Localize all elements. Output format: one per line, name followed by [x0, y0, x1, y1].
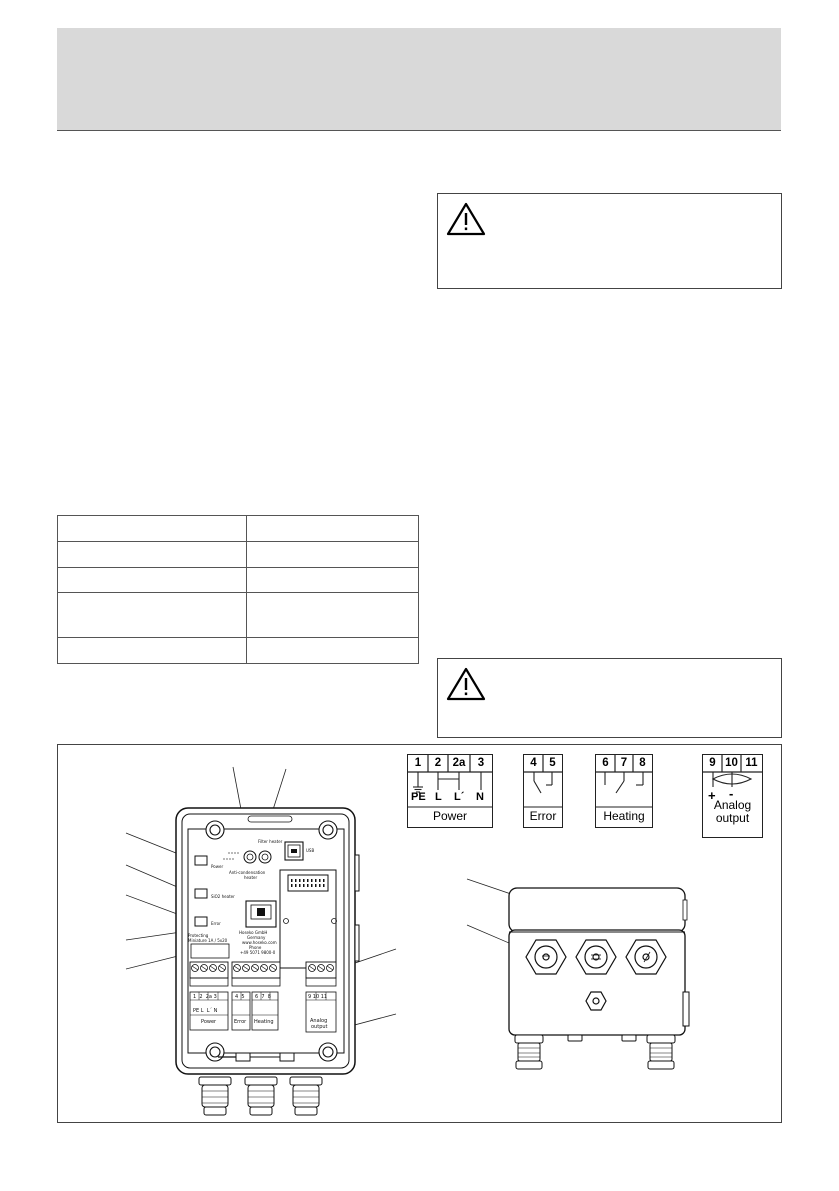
led-power-label: Power — [211, 864, 224, 869]
mini-terminal-name-error: Error — [234, 1019, 247, 1025]
fuse-label-line1: Protecting — [188, 933, 209, 938]
table-cell — [57, 541, 247, 568]
table-cell — [57, 637, 247, 664]
mini-terminal-name-analog-line1: Analog — [310, 1018, 328, 1024]
table-cell — [246, 592, 419, 638]
led-sio2-heater-label: SiO2 heater — [211, 894, 235, 899]
terminal-number: 2a — [452, 757, 466, 769]
table-row — [57, 637, 419, 664]
terminal-number: 6 — [602, 757, 609, 769]
mini-terminal-numbers-power: 1 2 2a 3 — [193, 994, 217, 1000]
mini-terminal-name-analog-line2: output — [311, 1024, 328, 1030]
warning-icon — [446, 202, 486, 236]
enclosure-closed-drawing — [508, 887, 690, 1070]
terminal-number: 10 — [725, 757, 738, 769]
table-row — [57, 592, 419, 638]
table-cell — [246, 541, 419, 568]
warning-box-bottom — [437, 658, 782, 738]
company-country: Germany — [247, 935, 266, 940]
table-cell — [246, 637, 419, 664]
table-cell — [246, 515, 419, 542]
table-cell — [57, 515, 247, 542]
phone-label: Phone — [249, 945, 262, 950]
terminal-power-lines — [408, 755, 492, 808]
mini-terminal-numbers-heating: 6 7 8 — [255, 994, 271, 1000]
terminal-symbol: + — [708, 788, 716, 803]
terminal-error-lines — [524, 755, 562, 808]
company-name: Hoseko GmbH — [239, 930, 268, 935]
table-cell — [57, 567, 247, 593]
terminal-symbol: PE — [411, 791, 426, 803]
terminal-number: 1 — [414, 757, 422, 769]
terminal-number: 5 — [549, 757, 556, 769]
terminal-block-name: Error — [529, 809, 557, 823]
terminal-symbol: N — [476, 791, 484, 803]
terminal-number: 4 — [530, 757, 537, 769]
table-cell — [57, 592, 247, 638]
terminal-symbol: - — [729, 786, 734, 801]
filter-heater-label: Filter heater — [258, 839, 283, 844]
terminal-number: 9 — [709, 757, 716, 769]
terminal-number: 8 — [639, 757, 646, 769]
table-row — [57, 567, 419, 593]
company-website: www.hoseko.com — [242, 940, 277, 945]
specification-table — [57, 515, 419, 664]
terminal-block-name: Heating — [603, 809, 645, 823]
terminal-number: 7 — [620, 757, 628, 769]
usb-label: USB — [306, 848, 315, 853]
table-cell — [246, 567, 419, 593]
terminal-symbol: L — [435, 791, 442, 803]
mini-terminal-symbols-power: PE L L´ N — [193, 1008, 218, 1014]
terminal-block-heating: 6 7 8 Heating — [595, 754, 653, 828]
warning-box-top — [437, 193, 782, 289]
led-error-label: Error — [211, 921, 221, 926]
header-band — [57, 28, 781, 130]
phone-number: +49 5071 9800-0 — [240, 950, 276, 955]
mini-terminal-name-power: Power — [201, 1019, 217, 1025]
terminal-block-error: 4 5 Error — [523, 754, 563, 828]
anti-condensation-label-line2: heater — [244, 875, 258, 880]
terminal-block-name: Power — [432, 809, 467, 823]
fuse-label-line2: Miniature 1A / 5x20 — [188, 938, 228, 943]
header-rule — [57, 130, 781, 131]
mini-terminal-numbers-error: 4 5 — [235, 994, 245, 1000]
terminal-number: 11 — [745, 757, 758, 769]
terminal-heating-lines — [596, 755, 652, 808]
mini-terminal-numbers-analog: 9 10 11 — [308, 994, 328, 1000]
enclosure-front-drawing — [125, 766, 531, 1116]
table-row — [57, 541, 419, 568]
terminal-symbol: L´ — [454, 791, 465, 803]
terminal-analog-lines — [703, 755, 762, 787]
anti-condensation-label-line1: Anti-condensation — [229, 870, 266, 875]
terminal-number: 3 — [477, 757, 485, 769]
terminal-number: 2 — [434, 757, 442, 769]
mini-terminal-name-heating: Heating — [254, 1019, 274, 1025]
terminal-block-power: 1 2 2a 3 PE L L´ N Power — [407, 754, 493, 828]
warning-icon — [446, 667, 486, 701]
figure-frame: 1 2 2a 3 PE L L´ N Power 4 5 Error — [57, 744, 782, 1123]
table-row — [57, 515, 419, 542]
